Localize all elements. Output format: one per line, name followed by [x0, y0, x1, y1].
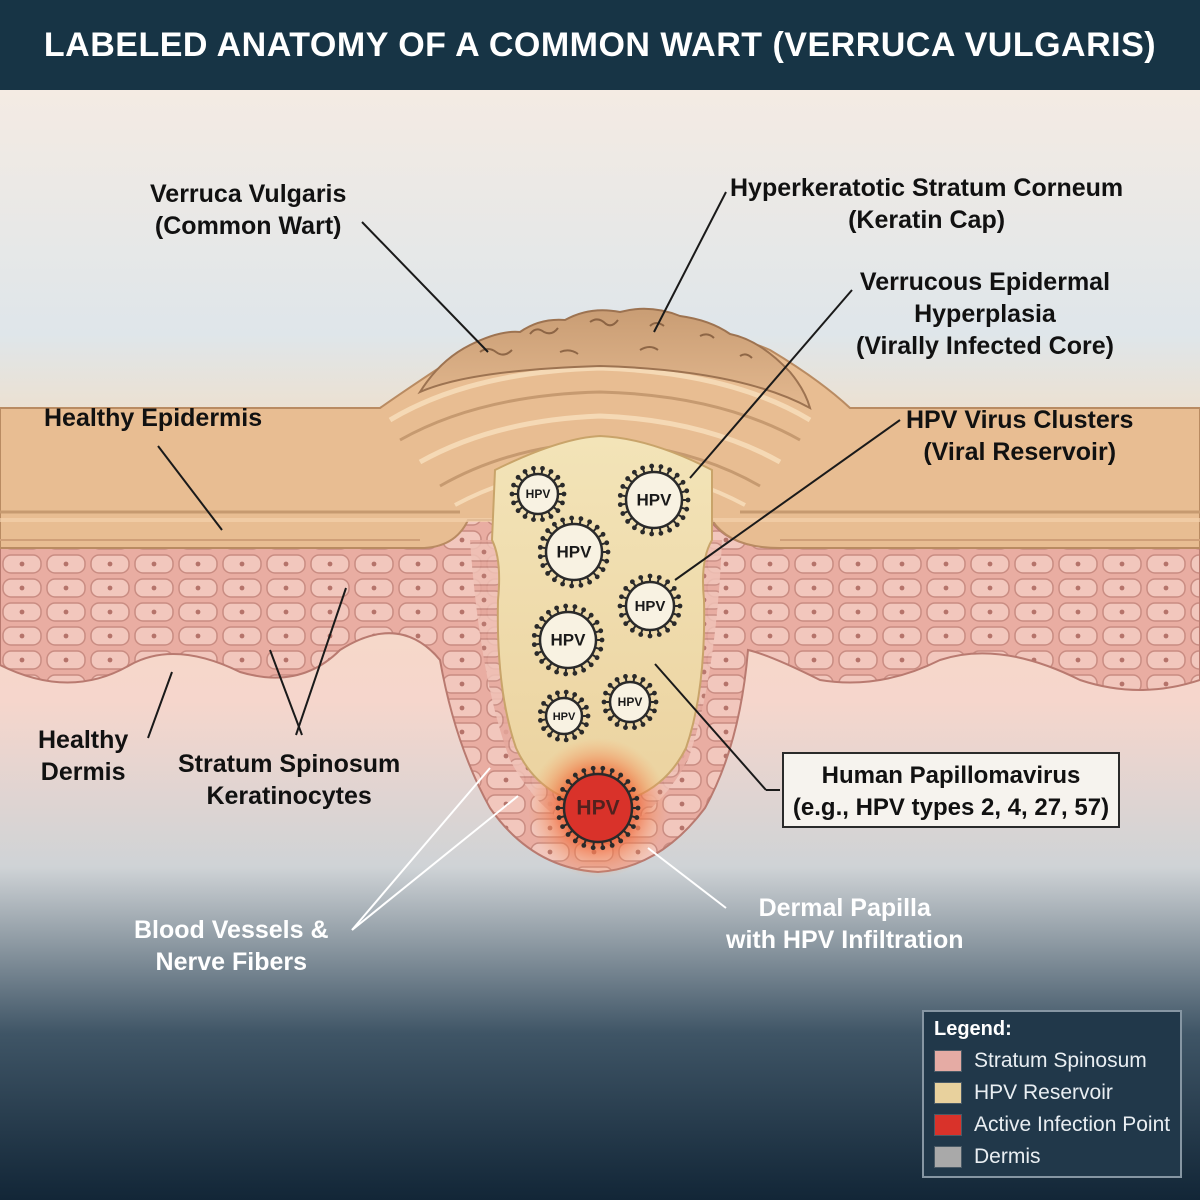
label-verruca-vulgaris: Verruca Vulgaris (Common Wart)	[150, 178, 346, 242]
label-line: (Keratin Cap)	[848, 206, 1006, 234]
keratin-cap	[417, 307, 812, 411]
label-line: Healthy Epidermis	[44, 404, 263, 432]
legend: Legend: Stratum Spinosum HPV Reservoir A…	[922, 1010, 1182, 1178]
hpv-virus-clusters: HPV HPV HPV HPV HPV HPV HPV HPV	[509, 463, 691, 851]
hpv-virus-label: HPV	[635, 598, 666, 615]
label-hpv-clusters: HPV Virus Clusters (Viral Reservoir)	[906, 404, 1133, 468]
label-blood-vessels: Blood Vessels & Nerve Fibers	[134, 914, 329, 978]
legend-title: Legend:	[934, 1018, 1012, 1040]
label-line: Nerve Fibers	[155, 948, 307, 976]
legend-label: Active Infection Point	[974, 1113, 1171, 1136]
hpv-virus-particle: HPV	[537, 515, 611, 589]
label-line: (Common Wart)	[154, 212, 342, 240]
label-line: Blood Vessels &	[134, 916, 329, 944]
label-human-papillomavirus: Human Papillomavirus (e.g., HPV types 2,…	[782, 752, 1120, 828]
hpv-virus-particle: HPV	[617, 463, 691, 537]
legend-item-active-infection: Active Infection Point	[934, 1110, 1170, 1140]
label-line: (e.g., HPV types 2, 4, 27, 57)	[792, 794, 1110, 821]
label-line: Keratinocytes	[206, 782, 372, 810]
label-line: Verruca Vulgaris	[150, 180, 347, 208]
hpv-virus-label: HPV	[637, 490, 673, 509]
label-line: Human Papillomavirus	[821, 762, 1081, 789]
label-line: Stratum Spinosum	[178, 750, 401, 778]
hpv-virus-particle: HPV	[509, 465, 567, 523]
hpv-virus-particle: HPV	[531, 603, 605, 677]
hpv-virus-label: HPV	[618, 695, 643, 709]
hpv-virus-particle: HPV	[617, 573, 683, 639]
legend-item-hpv-reservoir: HPV Reservoir	[934, 1078, 1113, 1108]
label-line: with HPV Infiltration	[726, 926, 964, 954]
title-bar: LABELED ANATOMY OF A COMMON WART (VERRUC…	[0, 0, 1200, 90]
label-stratum-spinosum: Stratum Spinosum Keratinocytes	[178, 748, 400, 812]
legend-label: HPV Reservoir	[974, 1081, 1113, 1104]
hpv-virus-label: HPV	[551, 630, 587, 649]
hpv-virus-label: HPV	[576, 797, 619, 820]
label-line: Dermis	[40, 758, 126, 786]
hpv-virus-label: HPV	[557, 542, 593, 561]
label-line: Hyperkeratotic Stratum Corneum	[730, 174, 1124, 202]
legend-item-stratum-spinosum: Stratum Spinosum	[934, 1046, 1147, 1076]
label-line: Healthy	[38, 726, 129, 754]
legend-swatch	[934, 1114, 962, 1136]
legend-label: Dermis	[974, 1145, 1041, 1168]
page-title: LABELED ANATOMY OF A COMMON WART (VERRUC…	[43, 25, 1157, 64]
legend-item-dermis: Dermis	[934, 1142, 1041, 1172]
label-line: Dermal Papilla	[758, 894, 931, 922]
label-dermal-papilla: Dermal Papilla with HPV Infiltration	[726, 892, 964, 956]
hpv-virus-particle: HPV	[538, 689, 591, 743]
label-healthy-epidermis: Healthy Epidermis	[44, 402, 262, 434]
label-line: (Virally Infected Core)	[856, 332, 1114, 360]
legend-swatch	[934, 1050, 962, 1072]
label-line: Verrucous Epidermal	[859, 268, 1111, 296]
label-line: (Viral Reservoir)	[923, 438, 1117, 466]
label-line: HPV Virus Clusters	[906, 406, 1134, 434]
leader-lines	[147, 191, 901, 791]
legend-swatch	[934, 1082, 962, 1104]
hpv-virus-label: HPV	[526, 487, 551, 501]
legend-label: Stratum Spinosum	[974, 1049, 1147, 1072]
hpv-virus-particle: HPV	[601, 673, 659, 731]
leader-lines-light	[351, 767, 727, 931]
label-keratin-cap: Hyperkeratotic Stratum Corneum (Keratin …	[730, 172, 1123, 236]
legend-swatch	[934, 1146, 962, 1168]
label-hyperplasia: Verrucous Epidermal Hyperplasia (Virally…	[856, 266, 1114, 362]
label-line: Hyperplasia	[914, 300, 1056, 328]
hpv-virus-particle: HPV	[555, 765, 641, 851]
label-healthy-dermis: Healthy Dermis	[38, 724, 128, 788]
hpv-virus-label: HPV	[553, 711, 576, 723]
